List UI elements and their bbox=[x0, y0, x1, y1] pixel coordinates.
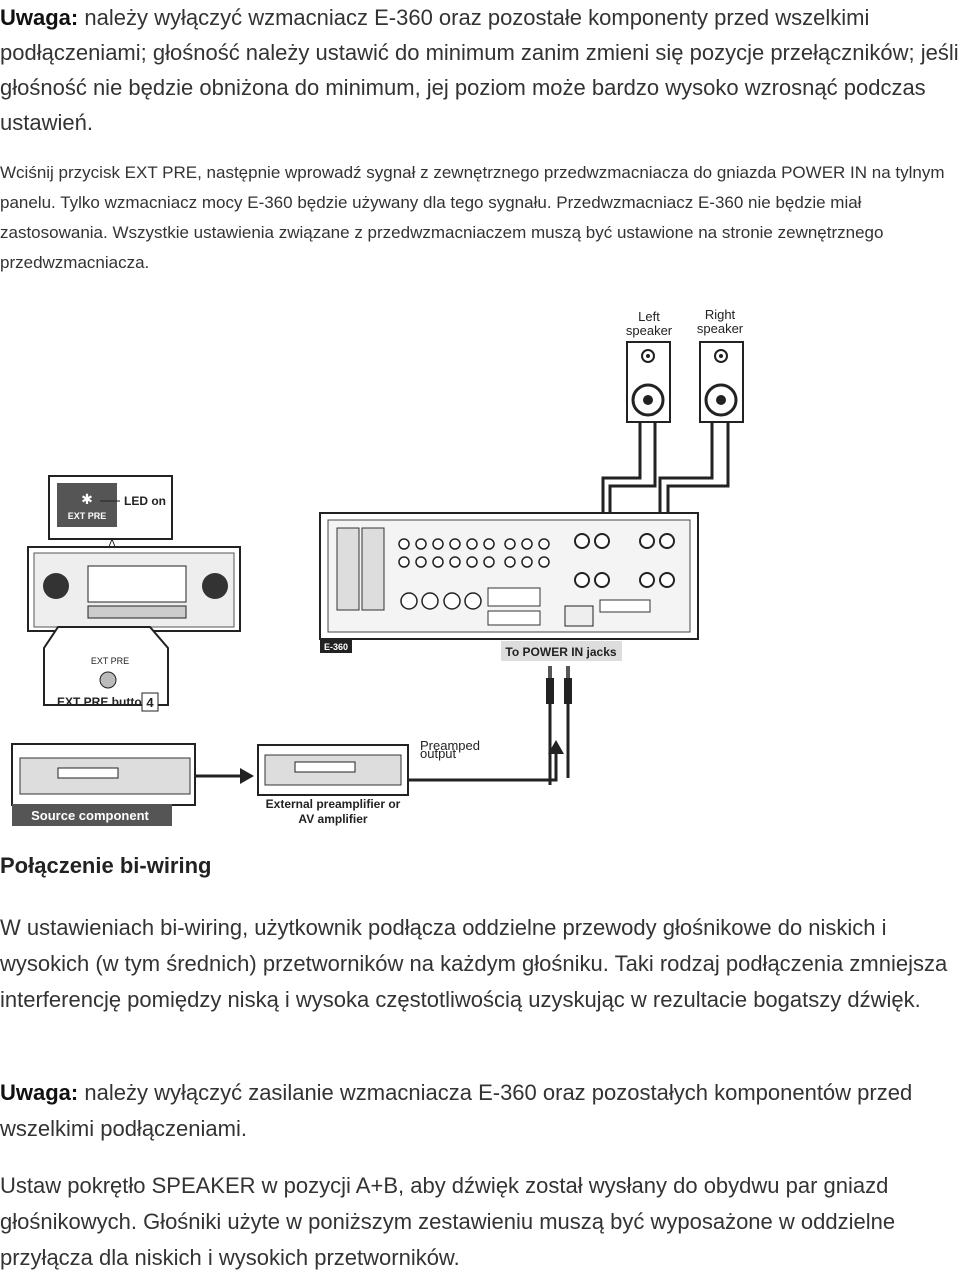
ext-pre-small-label: EXT PRE bbox=[68, 511, 107, 521]
warning-label: Uwaga: bbox=[0, 5, 79, 30]
bi-wiring-paragraph: W ustawieniach bi-wiring, użytkownik pod… bbox=[0, 915, 948, 1012]
ext-pre-paragraph: Wciśnij przycisk EXT PRE, następnie wpro… bbox=[0, 163, 945, 272]
source-component: Source component bbox=[11, 743, 196, 826]
power-in-label: To POWER IN jacks bbox=[505, 645, 616, 659]
speaker-setting-paragraph: Ustaw pokrętło SPEAKER w pozycji A+B, ab… bbox=[0, 1173, 896, 1270]
right-speaker: Right speaker bbox=[697, 307, 744, 423]
section-heading: Połączenie bi-wiring bbox=[0, 853, 212, 878]
preamped-output-label-1: Preamped bbox=[420, 738, 480, 753]
warning-paragraph-1: Uwaga: należy wyłączyć wzmacniacz E-360 … bbox=[0, 0, 960, 140]
source-component-label: Source component bbox=[31, 808, 149, 823]
ext-pre-label: EXT PRE bbox=[91, 656, 129, 666]
left-speaker-label-2: speaker bbox=[626, 323, 673, 338]
left-speaker-label-1: Left bbox=[638, 309, 660, 324]
external-preamp: External preamplifier or AV amplifier bbox=[257, 744, 409, 826]
speaker-cables bbox=[601, 422, 730, 522]
model-tag: E-360 bbox=[324, 642, 348, 652]
right-speaker-label-2: speaker bbox=[697, 321, 744, 336]
front-panel: ✱ EXT PRE LED on EXT PRE EXT PRE button … bbox=[27, 475, 241, 712]
led-on-label: LED on bbox=[124, 494, 166, 508]
power-in-label-bg bbox=[501, 641, 622, 661]
left-speaker: Left speaker bbox=[626, 309, 673, 423]
rca-cable bbox=[548, 704, 570, 785]
preamped-output-label-2: output bbox=[420, 746, 457, 761]
warning-label-2: Uwaga: bbox=[0, 1080, 79, 1105]
warning-paragraph-2: Uwaga: należy wyłączyć zasilanie wzmacni… bbox=[0, 1075, 960, 1147]
right-speaker-label-1: Right bbox=[705, 307, 736, 322]
rear-panel: E-360 bbox=[319, 512, 699, 653]
svg-text:✱: ✱ bbox=[81, 491, 93, 507]
warning-text: należy wyłączyć wzmacniacz E-360 oraz po… bbox=[0, 5, 959, 135]
ext-preamp-label-1: External preamplifier or bbox=[266, 797, 401, 811]
ext-pre-button-label: EXT PRE button bbox=[57, 695, 149, 709]
warning-text-2: należy wyłączyć zasilanie wzmacniacza E-… bbox=[0, 1080, 913, 1141]
ext-preamp-label-2: AV amplifier bbox=[298, 812, 367, 826]
rca-plugs bbox=[546, 666, 572, 704]
step-number: 4 bbox=[146, 695, 154, 710]
